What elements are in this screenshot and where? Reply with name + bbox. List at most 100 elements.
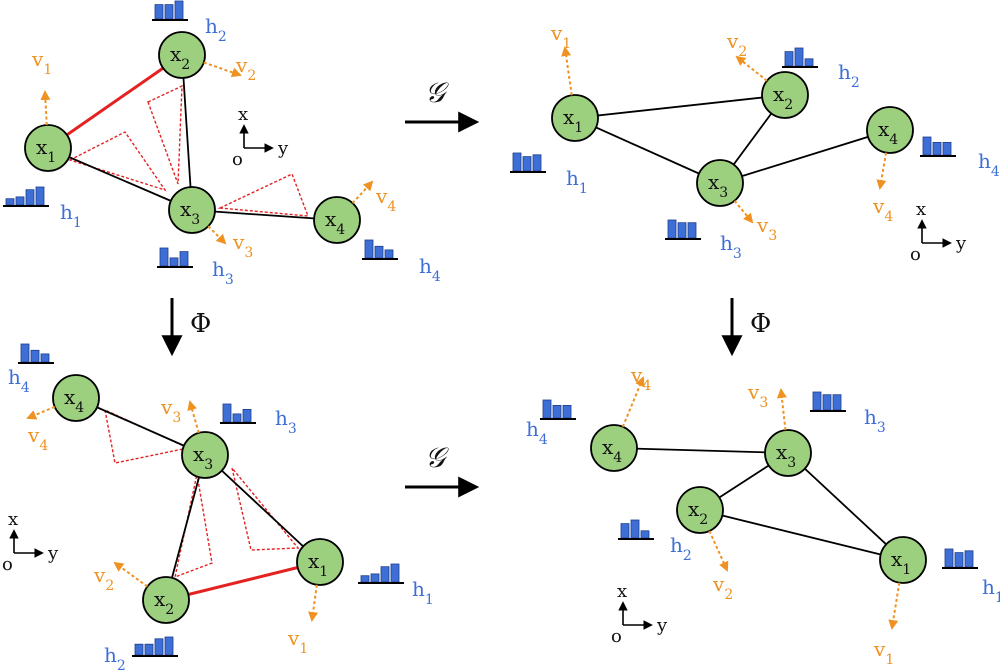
- feature-label-h1-base: h: [60, 200, 73, 224]
- velocity-label-v4-subscript: 4: [387, 199, 396, 215]
- feature-label-h2-base: h: [670, 533, 683, 557]
- node-label-x4-base: x: [64, 385, 76, 409]
- axis-x-label: x: [8, 509, 18, 530]
- velocity-label-v3: v3: [160, 395, 181, 426]
- axis-origin-label: o: [611, 626, 622, 647]
- graph-node-x4: x4: [52, 374, 100, 422]
- histogram-bar: [630, 519, 640, 539]
- edge-layer: [47, 53, 904, 602]
- histogram-icon: [362, 239, 398, 260]
- histogram-bar: [370, 573, 380, 583]
- feature-label-h1-subscript: 1: [425, 592, 434, 608]
- histogram-bar: [154, 638, 164, 656]
- feature-label-h3-base: h: [720, 231, 733, 255]
- histogram-icon: [18, 343, 54, 364]
- histogram-bar: [562, 404, 572, 419]
- node-label-x2-subscript: 2: [181, 57, 190, 73]
- node-label-x4: x4: [64, 385, 84, 416]
- dotted-triangle: [147, 84, 183, 185]
- node-label-x2: x2: [154, 587, 174, 618]
- velocity-label-v1-subscript: 1: [885, 652, 894, 668]
- histogram-bar: [364, 239, 374, 259]
- node-label-x3: x3: [708, 170, 728, 201]
- velocity-label-v3-base: v: [747, 380, 760, 404]
- node-label-x3: x3: [180, 197, 200, 228]
- histogram-bar: [922, 136, 932, 156]
- histogram-bar: [667, 219, 677, 239]
- graph-node-x2: x2: [158, 31, 206, 79]
- node-circle: [313, 196, 361, 244]
- velocity-arrow-icon: [888, 582, 901, 630]
- node-label-x1: x1: [563, 105, 583, 136]
- histogram-icon: [782, 47, 818, 68]
- feature-label-h2: h2: [104, 643, 126, 671]
- velocity-arrow-icon: [733, 200, 754, 224]
- histogram-bar: [522, 156, 532, 172]
- velocity-label-v2: v2: [235, 53, 256, 84]
- velocity-label-v1-subscript: 1: [299, 641, 308, 657]
- histogram-bar: [390, 563, 400, 583]
- feature-label-h3: h3: [212, 257, 234, 288]
- feature-label-h2-base: h: [838, 60, 851, 84]
- graph-edge: [787, 452, 904, 561]
- feature-label-h1-subscript: 1: [579, 181, 588, 197]
- graph-edge: [574, 117, 721, 184]
- node-label-x2: x2: [170, 42, 190, 73]
- feature-label-h1-base: h: [566, 166, 579, 190]
- histogram-bar: [15, 196, 25, 206]
- histogram-icon: [510, 152, 546, 173]
- node-circle: [590, 424, 638, 472]
- node-label-x2-base: x: [154, 587, 166, 611]
- node-label-x3-base: x: [776, 440, 788, 464]
- histogram-icon: [942, 548, 978, 569]
- velocity-arrow-icon: [203, 61, 242, 78]
- feature-label-h4: h4: [978, 149, 1000, 180]
- velocity-label-v2-subscript: 2: [247, 68, 256, 84]
- axis-x-label: x: [238, 104, 248, 125]
- velocity-arrow-icon: [561, 46, 573, 96]
- node-label-x4-subscript: 4: [613, 450, 622, 466]
- histogram-bar: [222, 403, 232, 423]
- histogram-bar: [360, 575, 370, 583]
- velocity-label-v4-base: v: [630, 363, 643, 387]
- operator-phi-label: Φ: [190, 309, 211, 339]
- feature-label-h4-subscript: 4: [21, 380, 30, 396]
- feature-label-h2-subscript: 2: [683, 548, 692, 564]
- histogram-bar: [164, 636, 174, 656]
- histogram-icon: [540, 399, 576, 420]
- node-label-x2-base: x: [688, 497, 700, 521]
- node-label-x1-subscript: 1: [47, 150, 56, 166]
- operator-g-label: 𝒢: [425, 441, 449, 474]
- node-label-x1-subscript: 1: [574, 120, 583, 136]
- feature-label-h2: h2: [838, 60, 860, 91]
- feature-label-h3-subscript: 3: [225, 272, 234, 288]
- velocity-label-v2: v2: [726, 29, 747, 60]
- velocity-label-v2-subscript: 2: [738, 44, 747, 60]
- graph-edge: [181, 54, 193, 211]
- velocity-arrow-icon: [708, 530, 729, 572]
- axis-icon: xyo: [611, 581, 668, 647]
- node-label-x3-subscript: 3: [787, 455, 796, 471]
- feature-label-h4: h4: [8, 365, 30, 396]
- axis-y-label: y: [955, 233, 967, 254]
- node-label-x2-subscript: 2: [784, 97, 793, 113]
- velocity-arrow-icon: [26, 405, 56, 420]
- node-circle: [181, 431, 229, 479]
- node-circle: [52, 374, 100, 422]
- velocity-label-v2-subscript: 2: [105, 578, 114, 594]
- operator-g-bottom: 𝒢: [405, 441, 480, 498]
- axis-origin-label: o: [910, 244, 921, 265]
- velocity-label-v1: v1: [873, 637, 894, 668]
- feature-label-h4-base: h: [978, 149, 991, 173]
- velocity-label-v1-base: v: [873, 637, 886, 661]
- node-label-x4-base: x: [325, 207, 337, 231]
- histogram-bar: [5, 198, 15, 206]
- feature-label-h3: h3: [864, 405, 886, 436]
- feature-label-h1-base: h: [412, 577, 425, 601]
- velocity-arrow-icon: [876, 152, 888, 190]
- histogram-bar: [40, 353, 50, 363]
- velocity-arrow-icon: [187, 400, 200, 434]
- feature-label-h2: h2: [670, 533, 692, 564]
- node-label-x1-base: x: [36, 135, 48, 159]
